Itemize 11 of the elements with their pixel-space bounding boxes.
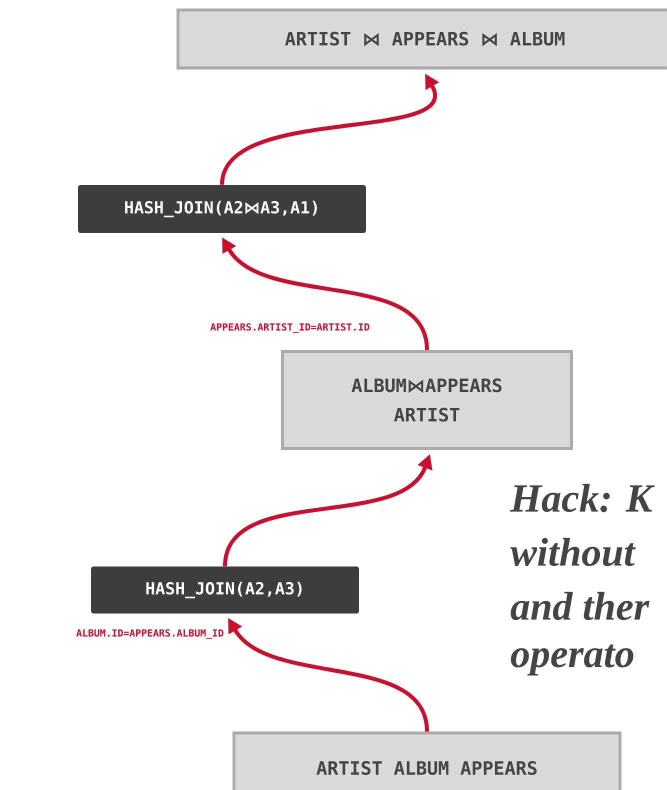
edge-label: ALBUM.ID=APPEARS.ALBUM_ID [74, 628, 226, 640]
relation-box: ARTIST ⋈ APPEARS ⋈ ALBUM [176, 8, 667, 70]
note-text: and ther [510, 592, 650, 620]
note-text: Hack: K [510, 484, 655, 512]
note-text: without [510, 538, 636, 566]
note-text: operato [510, 644, 634, 676]
relation-box: ALBUM⋈APPEARS ARTIST [281, 350, 573, 450]
edge-label: APPEARS.ARTIST_ID=ARTIST.ID [208, 322, 372, 334]
operator-box: HASH_JOIN(A2⋈A3,A1) [78, 185, 366, 233]
relation-box: ARTIST ALBUM APPEARS [232, 732, 622, 790]
operator-box: HASH_JOIN(A2,A3) [91, 566, 359, 614]
